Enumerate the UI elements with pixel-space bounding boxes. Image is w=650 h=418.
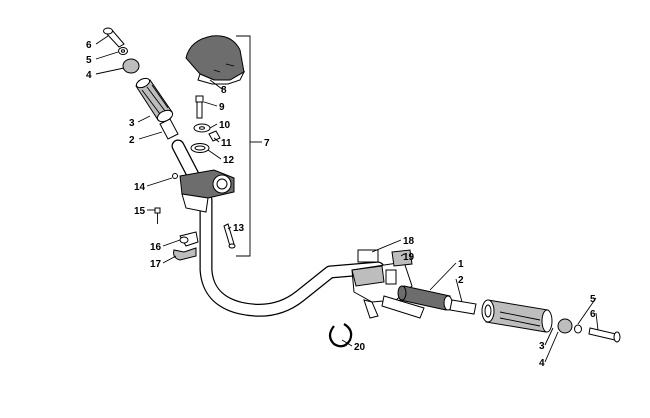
callout-3-right: 3 (539, 341, 545, 352)
right-end-cap (557, 318, 573, 334)
callout-2-right: 2 (458, 275, 464, 286)
callout-4-left: 4 (86, 70, 92, 81)
callout-16: 16 (150, 242, 162, 253)
right-sleeve (449, 299, 477, 315)
callout-20: 20 (354, 342, 366, 353)
callout-9: 9 (219, 102, 225, 113)
callout-19: 19 (403, 252, 415, 263)
callout-1: 1 (458, 259, 464, 270)
callout-13: 13 (233, 223, 245, 234)
snap-ring (328, 323, 353, 348)
clamp-nut (208, 130, 221, 142)
left-grip (135, 77, 174, 123)
left-end-bolt (103, 27, 125, 48)
brake-master-cylinder (351, 261, 425, 319)
warning-label (357, 249, 379, 263)
clamp-lower-bolt (223, 223, 236, 249)
callout-3-left: 3 (129, 118, 135, 129)
callout-18: 18 (403, 236, 415, 247)
clamp-side-bolt (154, 207, 161, 224)
left-washer (118, 47, 128, 55)
right-end-bolt (588, 327, 621, 343)
callout-labels: 6 5 4 3 2 8 9 10 11 12 7 14 15 13 16 17 … (86, 40, 596, 369)
handlebar-clamp (179, 169, 235, 213)
callout-15: 15 (134, 206, 146, 217)
clamp-cover (185, 35, 246, 85)
left-end-cap (122, 58, 140, 74)
right-washer (574, 324, 582, 334)
callout-6-left: 6 (86, 40, 92, 51)
mount-bracket (179, 231, 199, 247)
callout-11: 11 (221, 138, 232, 149)
clamp-bolt (195, 95, 204, 119)
leader-lines (95, 35, 599, 363)
clamp-small-screw (172, 173, 178, 179)
callout-5-left: 5 (86, 55, 92, 66)
right-grip (481, 299, 553, 333)
mount-clip (173, 247, 197, 261)
handlebar (171, 139, 385, 317)
callout-2-left: 2 (129, 135, 135, 146)
callout-10: 10 (219, 120, 231, 131)
callout-4-right: 4 (539, 358, 545, 369)
clamp-washer (193, 123, 211, 133)
callout-17: 17 (150, 259, 162, 270)
callout-14: 14 (134, 182, 146, 193)
left-grip-sleeve (159, 118, 179, 140)
group-bracket-7 (236, 35, 262, 257)
right-grip-sleeve (397, 285, 453, 311)
callout-5-right: 5 (590, 294, 596, 305)
callout-6-right: 6 (590, 309, 596, 320)
callout-8: 8 (221, 85, 227, 96)
clamp-ring (190, 143, 210, 153)
callout-7: 7 (264, 138, 270, 149)
callout-12: 12 (223, 155, 235, 166)
brake-switch (391, 249, 413, 267)
